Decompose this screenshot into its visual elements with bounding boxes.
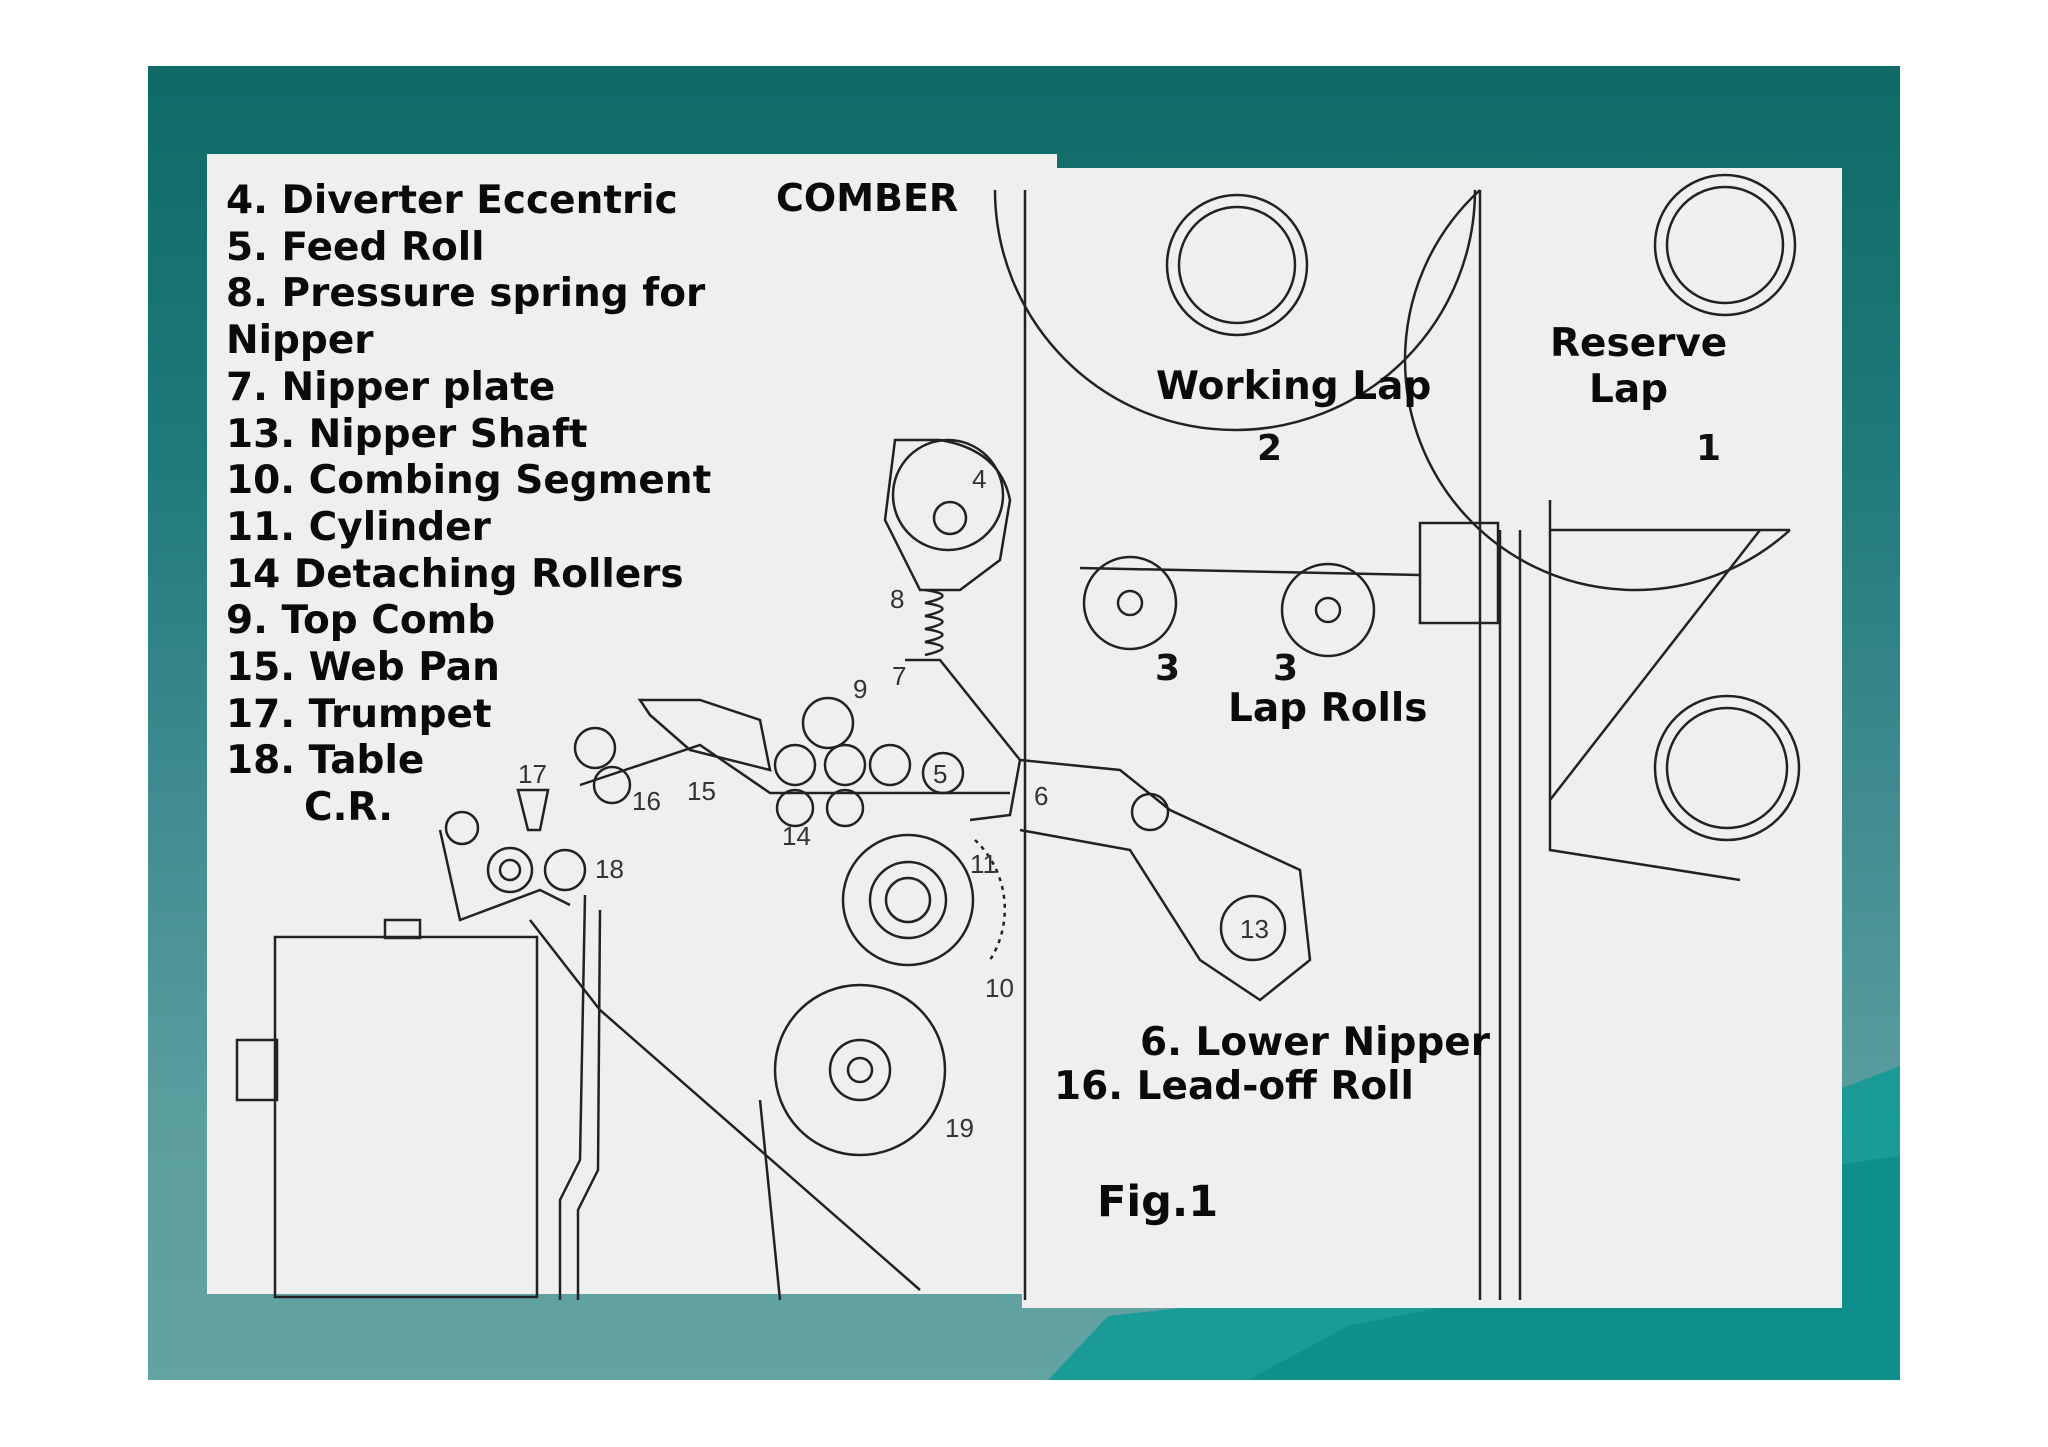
part-number: 10 [985, 973, 1014, 1003]
lower-nipper-label: 6. Lower Nipper [1140, 1020, 1490, 1065]
cylinder [841, 833, 975, 967]
working-lap-core [1165, 193, 1309, 337]
legend-item: 11. Cylinder [226, 504, 491, 550]
diagram-title: COMBER [776, 176, 959, 220]
lead-off-roll-label: 16. Lead-off Roll [1054, 1064, 1414, 1109]
part-number: 14 [782, 821, 811, 851]
legend-item: 4. Diverter Eccentric [226, 178, 678, 223]
diagram-photo-right [1022, 168, 1842, 1308]
legend-item: Nipper [226, 318, 374, 364]
part-number: 19 [945, 1113, 974, 1143]
figure-caption: Fig.1 [1097, 1177, 1219, 1227]
legend-item: 13. Nipper Shaft [226, 411, 588, 457]
parts-legend: 4. Diverter Eccentric 5. Feed Roll 8. Pr… [226, 178, 711, 832]
lap-roll-right [1280, 562, 1376, 658]
part-number: 16 [632, 786, 661, 816]
reserve-lap-core [1653, 173, 1797, 317]
legend-item: 15. Web Pan [226, 645, 500, 691]
brush [773, 983, 947, 1157]
legend-item: 5. Feed Roll [226, 224, 485, 270]
coiler-box [273, 935, 539, 1299]
legend-item: C.R. [304, 785, 394, 831]
part-number: 18 [595, 854, 624, 884]
lap-roll-number-a: 3 [1155, 648, 1180, 689]
part-number: 5 [933, 759, 947, 789]
part-number: 4 [972, 464, 986, 494]
diagram-photo-left [207, 154, 1057, 1294]
part-number: 7 [892, 661, 906, 691]
part-numbers: 4 8 9 7 5 6 17 16 15 14 11 13 18 10 19 [518, 464, 1269, 1143]
working-lap-outline [993, 189, 1477, 432]
part-number: 11 [970, 849, 997, 879]
working-lap-label: Working Lap [1156, 364, 1432, 409]
reserve-lap-number: 1 [1696, 428, 1721, 469]
reserve-lap-label-line2: Lap [1589, 367, 1669, 412]
legend-item: 14 Detaching Rollers [226, 551, 684, 597]
part-number: 6 [1034, 781, 1048, 811]
pressure-spring [924, 588, 944, 657]
part-number: 8 [890, 584, 904, 614]
lap-rolls-label: Lap Rolls [1228, 686, 1428, 731]
lap-roll-number-b: 3 [1273, 648, 1298, 689]
lap-roll-left [1082, 555, 1178, 651]
spare-lap-core [1653, 694, 1801, 842]
legend-item: 18. Table [226, 738, 425, 784]
reserve-lap-outline [1403, 189, 1791, 592]
working-lap-number: 2 [1257, 428, 1282, 469]
part-number: 13 [1240, 914, 1269, 944]
part-number: 17 [518, 759, 547, 789]
legend-item: 9. Top Comb [226, 598, 496, 644]
legend-item: 17. Trumpet [226, 691, 492, 737]
part-number: 9 [853, 674, 867, 704]
legend-item: 10. Combing Segment [226, 458, 712, 504]
legend-item: 7. Nipper plate [226, 364, 556, 410]
legend-item: 8. Pressure spring for [226, 271, 706, 317]
part-number: 15 [687, 776, 716, 806]
nipper-shaft [1219, 894, 1287, 962]
reserve-lap-label-line1: Reserve [1550, 321, 1728, 366]
